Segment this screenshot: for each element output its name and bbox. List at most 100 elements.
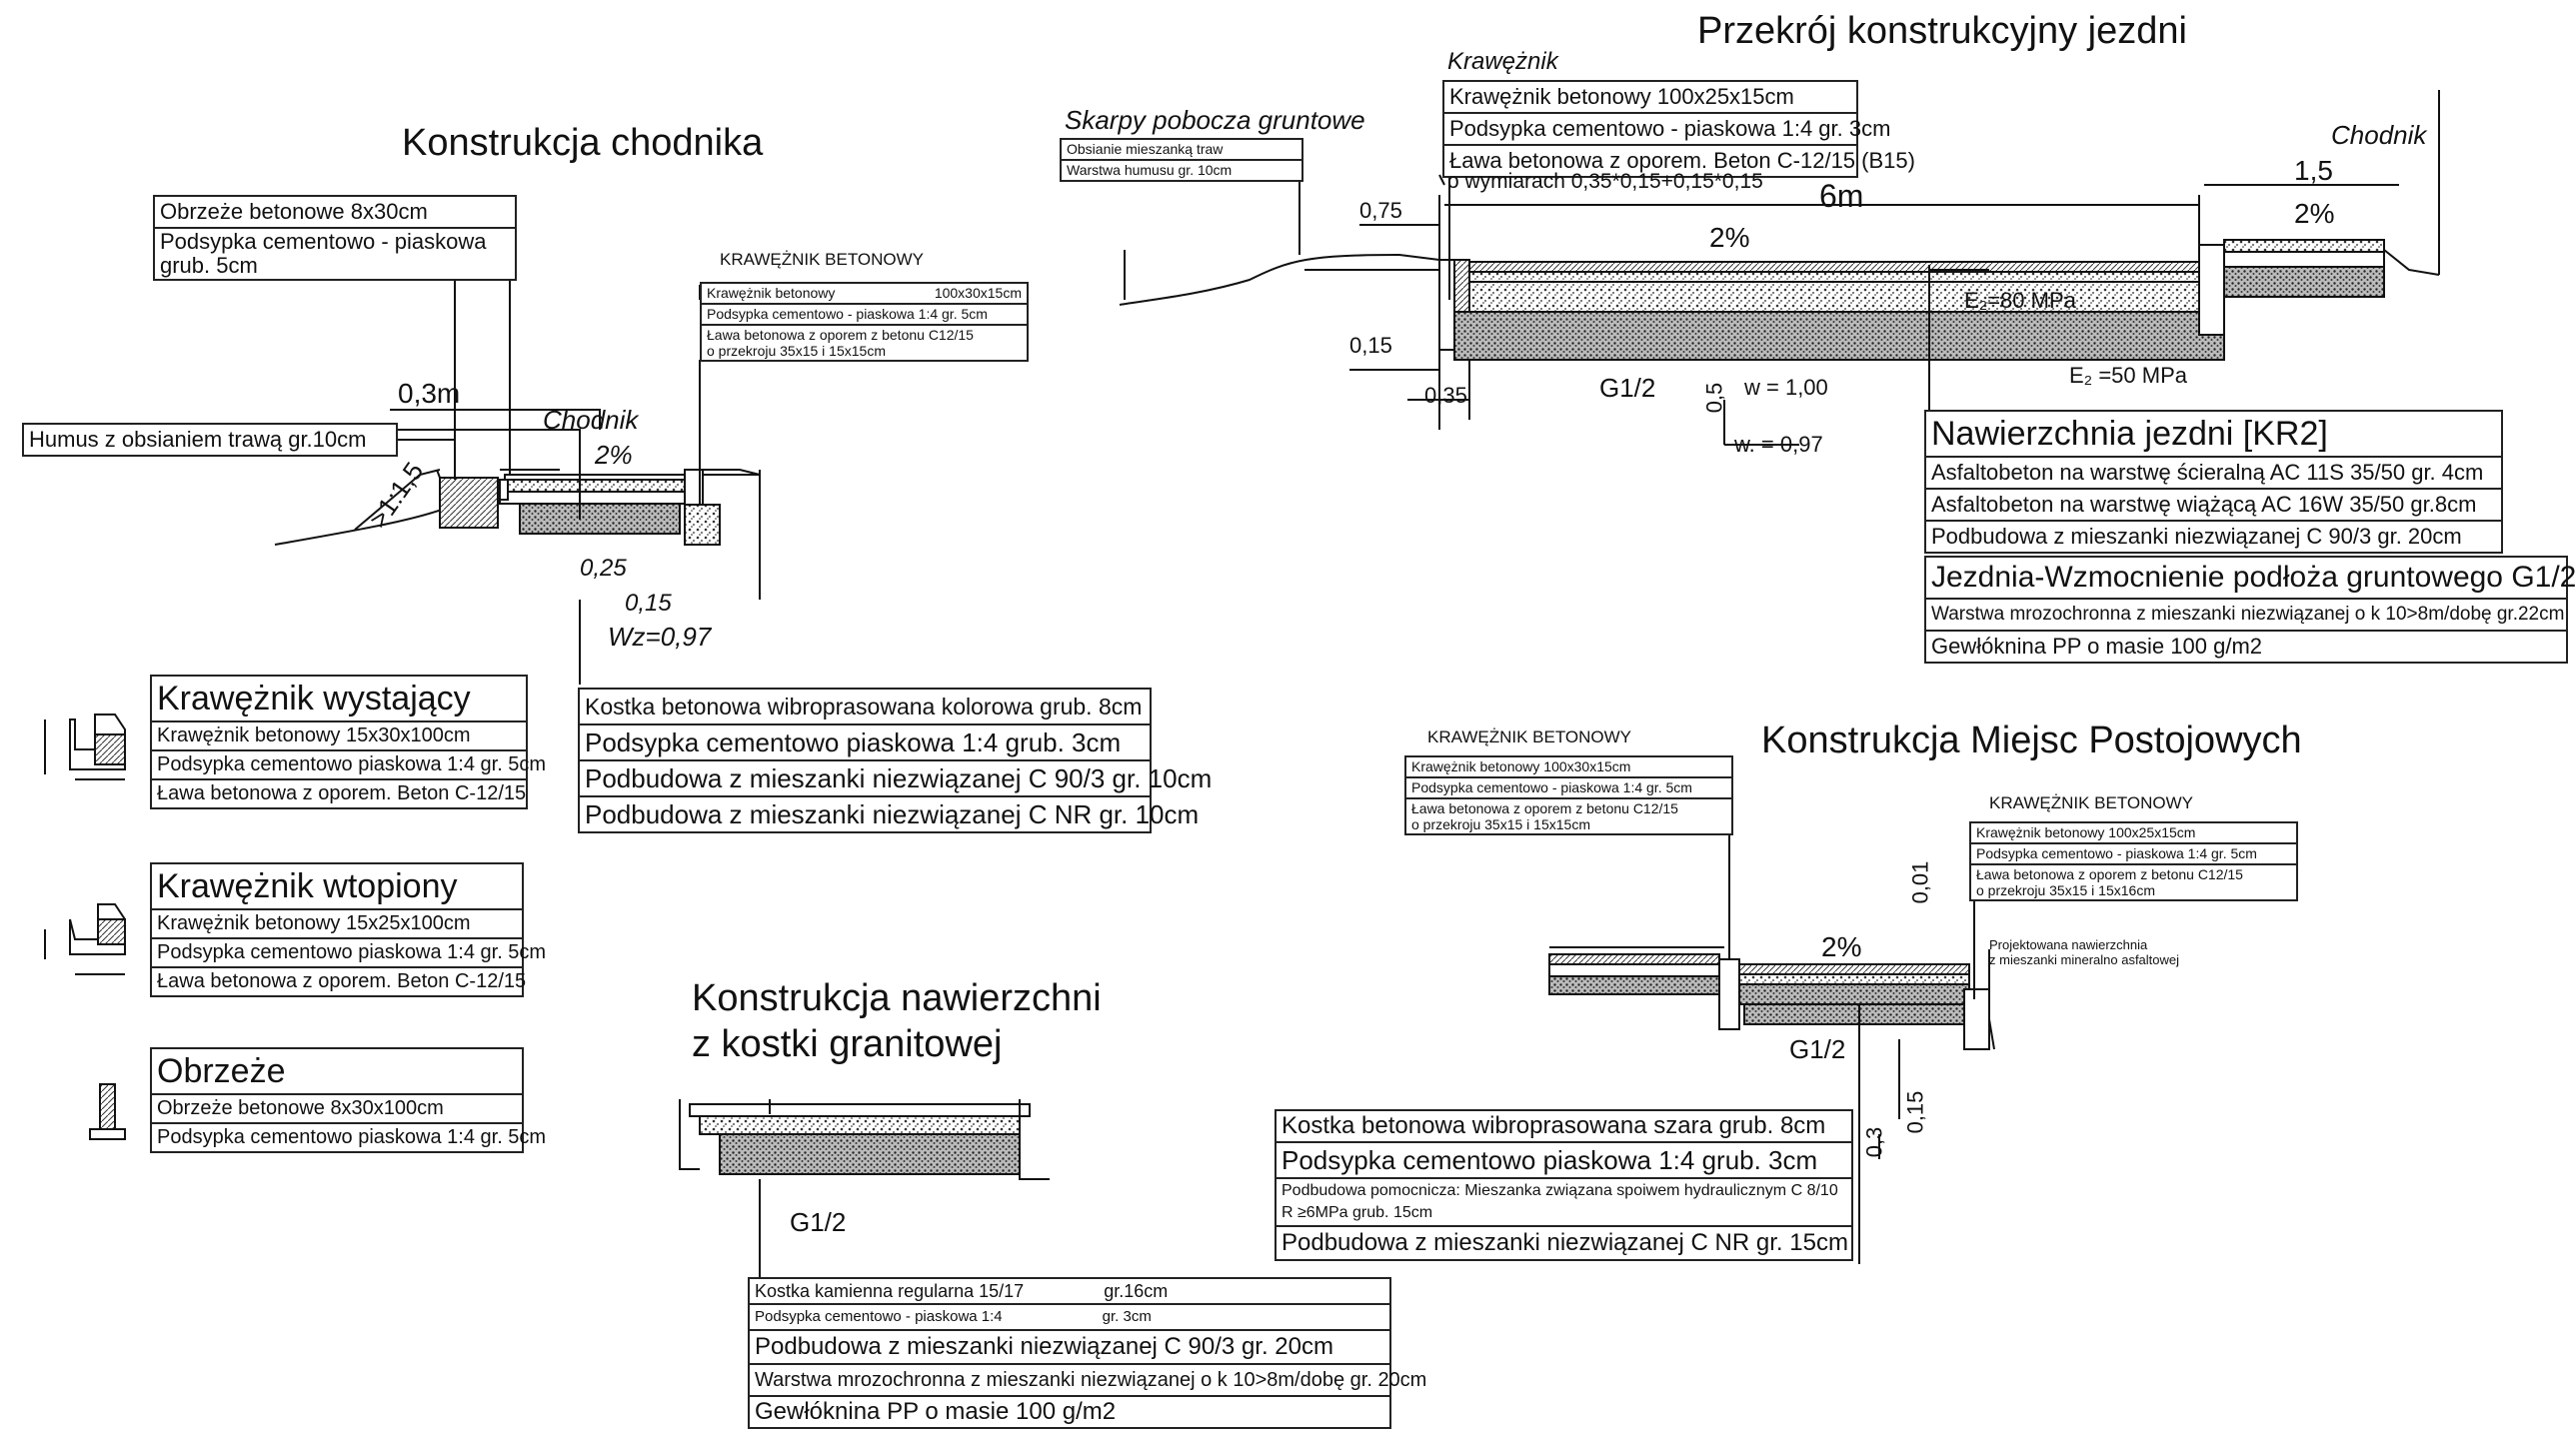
dim-075: 0,75 [1359, 198, 1402, 223]
obrzeze-text: Podsypka cementowo - piaskowa grub. 5cm [160, 229, 487, 278]
chodnik-layer: Kostka betonowa wibroprasowana kolorowa … [580, 690, 1150, 725]
postoj-layer: Kostka betonowa wibroprasowana szara gru… [1277, 1111, 1851, 1143]
postoj-dim-015: 0,15 [1902, 1090, 1928, 1134]
granit-layer: Gewłóknina PP o masie 100 g/m2 [755, 1398, 1117, 1425]
dim-15: 1,5 [2294, 155, 2333, 186]
granit-layer-right: gr.16cm [1104, 1281, 1169, 1301]
label-g12-jezdnia: G1/2 [1599, 373, 1656, 403]
granit-layer: Podbudowa z mieszanki niezwiązanej C 90/… [750, 1331, 1389, 1365]
kraw-row: Podsypka cementowo - piaskowa 1:4 gr. 3c… [1444, 114, 1890, 146]
postoj-layer: Podbudowa z mieszanki niezwiązanej C NR … [1282, 1229, 1848, 1256]
label-chodnik-jezdni: Chodnik [2331, 120, 2427, 150]
postoj-kraw-right-row-a: Ława betonowa z oporem z betonu C12/15 [1976, 866, 2243, 882]
wzmocnienie-box: Jezdnia-Wzmocnienie podłoża gruntowego G… [1924, 556, 2576, 664]
wzm-row: Gewłóknina PP o masie 100 g/m2 [1931, 634, 2262, 659]
kraw-row: Ława betonowa z oporem. Beton C-12/15 (B… [1449, 148, 1915, 173]
postoj-layer: Podbudowa pomocnicza: Mieszanka związana… [1277, 1179, 1851, 1227]
postoj-kraw-left-box: Krawężnik betonowy 100x30x15cm Podsypka … [1404, 755, 1733, 835]
granit-layer: Podsypka cementowo - piaskowa 1:4 gr. 3cm [750, 1305, 1389, 1331]
legend-wystajacy-row: Podsypka cementowo piaskowa 1:4 gr. 5cm [152, 751, 546, 780]
label-e2-50: E₂ =50 MPa [2069, 363, 2187, 388]
skarpy-box: Obsianie mieszanką traw Warstwa humusu g… [1060, 138, 1303, 182]
skarpy-row: Warstwa humusu gr. 10cm [1067, 162, 1233, 178]
krawężnik-row-2a: Ława betonowa z oporem z betonu C12/15 [707, 327, 974, 343]
legend-wystajacy-title: Krawężnik wystający [152, 677, 526, 722]
dim-035: 0,35 [1424, 383, 1467, 408]
legend-wystajacy-row: Krawężnik betonowy 15x30x100cm [152, 722, 526, 751]
granit-layer-left: Podsypka cementowo - piaskowa 1:4 [755, 1308, 1003, 1325]
postoj-layer-text: Kostka betonowa wibroprasowana szara gru… [1282, 1112, 1826, 1139]
kr2-row: Asfaltobeton na warstwę wiążącą AC 16W 3… [1926, 490, 2501, 522]
title-nawierzchnia-granit-2: z kostki granitowej [692, 1023, 1003, 1065]
krawężnik-row-1: Podsypka cementowo - piaskowa 1:4 gr. 5c… [702, 305, 1027, 326]
title-przekroj-jezdni: Przekrój konstrukcyjny jezdni [1697, 10, 2187, 52]
postoj-kraw-left-row: Krawężnik betonowy 100x30x15cm [1406, 757, 1731, 778]
granit-layer: Warstwa mrozochronna z mieszanki niezwią… [750, 1365, 1426, 1397]
krawężnik-row-right: 100x30x15cm [934, 285, 1022, 301]
kr2-box: Nawierzchnia jezdni [KR2] Asfaltobeton n… [1924, 410, 2503, 554]
kr2-row: Asfaltobeton na warstwę ścieralną AC 11S… [1926, 458, 2501, 490]
humus-box: Humus z obsianiem trawą gr.10cm [22, 423, 398, 457]
dim-6m: 6m [1819, 178, 1864, 214]
dim-03m: 0,3m [398, 378, 461, 409]
chodnik-layer: Podbudowa z mieszanki niezwiązanej C 90/… [580, 761, 1212, 797]
krawężnik-title: KRAWĘŻNIK BETONOWY [720, 250, 925, 269]
legend-obrzeze-row: Obrzeże betonowe 8x30x100cm [152, 1095, 522, 1124]
postoj-layer: Podsypka cementowo piaskowa 1:4 grub. 3c… [1277, 1143, 1851, 1179]
dim-025: 0,25 [580, 555, 627, 582]
postoj-kraw-left-row-a: Ława betonowa z oporem z betonu C12/15 [1411, 800, 1678, 816]
postoj-layers-box: Kostka betonowa wibroprasowana szara gru… [1275, 1109, 1853, 1261]
label-wz: Wz=0,97 [608, 622, 712, 652]
skarpy-title: Skarpy pobocza gruntowe [1065, 105, 1365, 135]
kraw-box: Krawężnik betonowy 100x25x15cm Podsypka … [1442, 80, 1915, 178]
projekt-mieszanka: z mieszanki mineralno asfaltowej [1989, 952, 2180, 967]
wzm-row: Warstwa mrozochronna z mieszanki niezwią… [1926, 600, 2566, 632]
label-w100: w = 1,00 [1744, 375, 1828, 400]
slope-chodnik: 2% [2294, 198, 2335, 229]
kraw-row: Krawężnik betonowy 100x25x15cm [1444, 82, 1856, 114]
skarpy-row: Obsianie mieszanką traw [1062, 140, 1301, 161]
postoj-kraw-right-title: KRAWĘŻNIK BETONOWY [1989, 793, 2194, 812]
postoj-g12: G1/2 [1789, 1034, 1846, 1064]
legend-obrzeze-row: Podsypka cementowo piaskowa 1:4 gr. 5cm [157, 1126, 547, 1148]
postoj-kraw-right-row: Krawężnik betonowy 100x25x15cm [1971, 823, 2296, 844]
postoj-kraw-left-row-b: o przekroju 35x15 i 15x15cm [1411, 816, 1590, 832]
chodnik-layer: Podbudowa z mieszanki niezwiązanej C NR … [585, 799, 1200, 829]
postoj-kraw-right-row: Podsypka cementowo - piaskowa 1:4 gr. 5c… [1971, 844, 2296, 865]
label-slope: 2% [595, 440, 633, 470]
postoj-kraw-left-row: Podsypka cementowo - piaskowa 1:4 gr. 5c… [1406, 778, 1731, 799]
humus-row: Humus z obsianiem trawą gr.10cm [29, 427, 367, 452]
label-chodnik: Chodnik [543, 405, 639, 435]
slope-jezdnia: 2% [1709, 222, 1750, 253]
dim-015: 0,15 [625, 590, 672, 617]
legend-wtopiony-title: Krawężnik wtopiony [152, 864, 522, 910]
obrzeze-box: Obrzeże betonowe 8x30cm Podsypka cemento… [153, 195, 517, 281]
legend-wtopiony-row: Krawężnik betonowy 15x25x100cm [152, 910, 522, 939]
title-miejsc-postojowych: Konstrukcja Miejsc Postojowych [1761, 719, 2302, 761]
postoj-dim-001: 0,01 [1907, 860, 1933, 904]
granit-layer-right: gr. 3cm [1102, 1308, 1152, 1325]
obrzeze-row: Podsypka cementowo - piaskowa grub. 5cm [155, 229, 515, 279]
chodnik-layer: Podsypka cementowo piaskowa 1:4 grub. 3c… [580, 725, 1150, 761]
kraw-title: Krawężnik [1447, 48, 1558, 75]
dim-015-jezdnia: 0,15 [1349, 333, 1392, 358]
granit-g12: G1/2 [790, 1207, 847, 1237]
title-konstrukcja-chodnika: Konstrukcja chodnika [402, 122, 764, 164]
legend-wystajacy-row: Ława betonowa z oporem. Beton C-12/15 [157, 782, 527, 804]
legend-wtopiony-row: Podsypka cementowo piaskowa 1:4 gr. 5cm [152, 939, 546, 968]
chodnik-layers-box: Kostka betonowa wibroprasowana kolorowa … [578, 688, 1212, 833]
obrzeze-row: Obrzeże betonowe 8x30cm [155, 197, 515, 229]
wzm-title: Jezdnia-Wzmocnienie podłoża gruntowego G… [1926, 558, 2576, 600]
kr2-title: Nawierzchnia jezdni [KR2] [1926, 412, 2501, 458]
kraw-wymiary: o wymiarach 0,35*0,15+0,15*0,15 [1447, 170, 1763, 193]
krawężnik-row-2b: o przekroju 35x15 i 15x15cm [707, 343, 886, 359]
label-w097: w. = 0,97 [1734, 432, 1823, 457]
postoj-kraw-left-title: KRAWĘŻNIK BETONOWY [1427, 727, 1632, 746]
kr2-row: Podbudowa z mieszanki niezwiązanej C 90/… [1931, 524, 2462, 549]
